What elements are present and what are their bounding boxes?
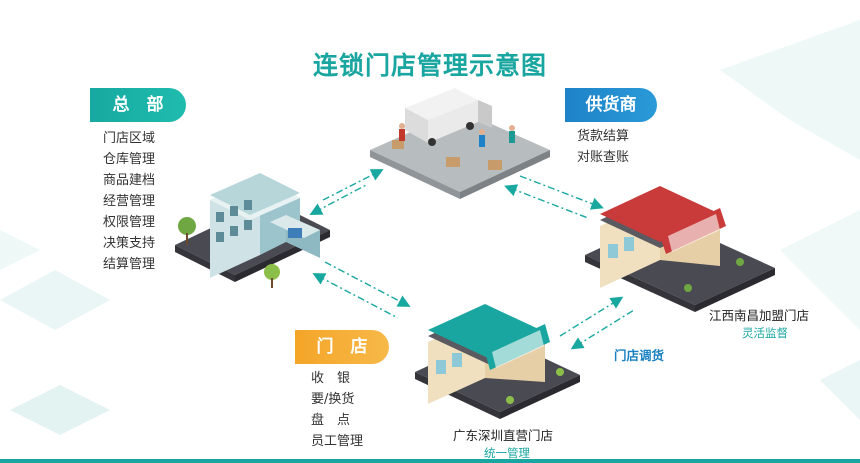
list-item: 仓库管理 [103, 152, 156, 167]
list-item: 收 银 [311, 371, 351, 386]
list-item: 决策支持 [103, 236, 156, 251]
store-list: 收 银 要/换货 盘 点 员工管理 [311, 368, 363, 452]
list-item: 门店区域 [103, 131, 156, 146]
list-item: 货款结算 [577, 129, 630, 144]
transfer-label: 门店调货 [614, 348, 665, 363]
store-tag: 门 店 [295, 330, 389, 364]
connector-arrows [309, 169, 635, 350]
list-item: 对账查账 [577, 150, 630, 165]
list-item: 要/换货 [311, 392, 355, 407]
supplier-tag: 供货商 [565, 88, 657, 122]
bottom-accent-bar [0, 459, 860, 463]
page-title: 连锁门店管理示意图 [312, 51, 547, 80]
direct-store-sub: 统一管理 [484, 446, 530, 460]
hq-tag: 总 部 [90, 88, 186, 122]
hq-building-illustration [175, 173, 330, 288]
list-item: 盘 点 [311, 413, 351, 428]
list-item: 结算管理 [103, 257, 156, 272]
franchise-store-caption: 江西南昌加盟门店 [709, 308, 810, 323]
list-item: 员工管理 [311, 434, 364, 449]
direct-store-caption: 广东深圳直营门店 [453, 428, 554, 443]
franchise-store-sub: 灵活监督 [742, 326, 788, 340]
supplier-list: 货款结算 对账查账 [577, 126, 629, 168]
list-item: 权限管理 [103, 215, 156, 230]
supplier-warehouse-illustration [370, 88, 550, 199]
list-item: 商品建档 [103, 173, 156, 188]
list-item: 经营管理 [103, 194, 156, 209]
hq-list: 门店区域 仓库管理 商品建档 经营管理 权限管理 决策支持 结算管理 [103, 128, 155, 275]
direct-store-illustration [415, 304, 580, 419]
franchise-store-illustration [585, 186, 775, 312]
